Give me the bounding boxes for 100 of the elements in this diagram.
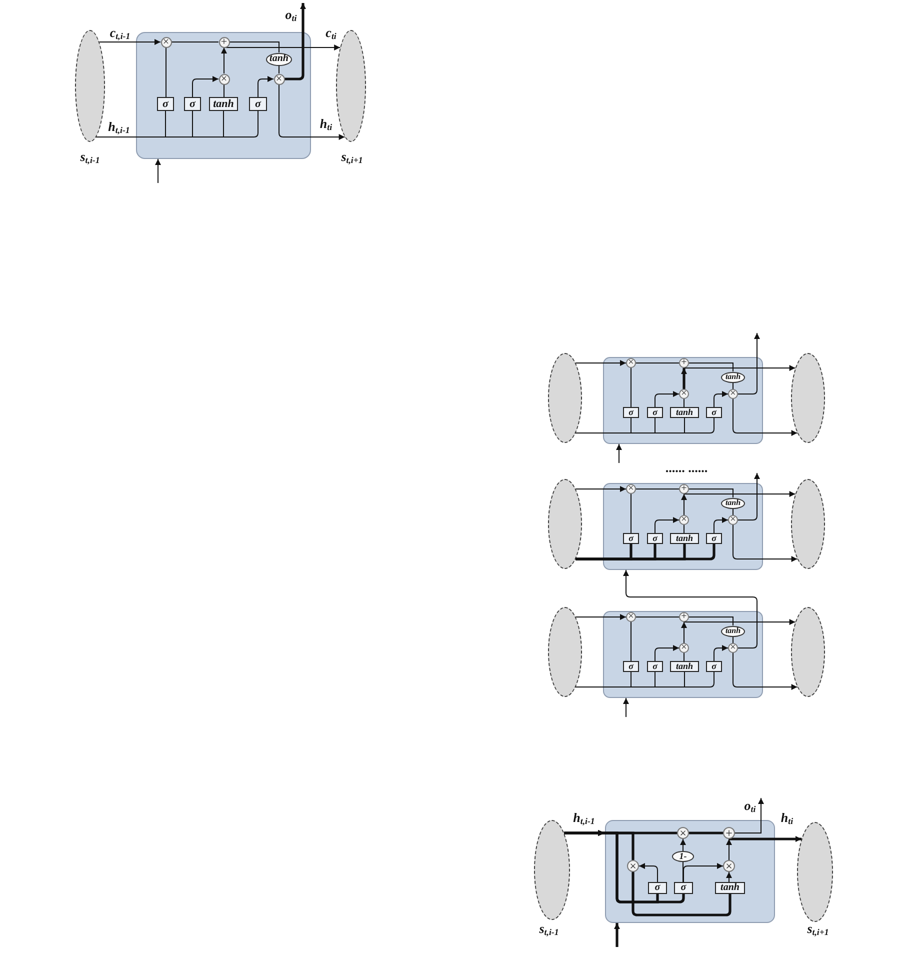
connector-line xyxy=(732,636,734,644)
connector-line xyxy=(688,362,734,372)
operator-oval: tanh xyxy=(721,626,745,636)
connector-line xyxy=(630,368,632,408)
operator-circle: × xyxy=(728,515,738,525)
state-label: s$_{t,i+1}$ xyxy=(341,150,363,164)
edge-label: h$_{t,i-1}$ xyxy=(108,120,130,134)
connector-line xyxy=(630,494,632,534)
connector-line xyxy=(636,488,680,490)
operator-circle: × xyxy=(274,74,284,84)
arrow xyxy=(221,47,227,74)
operator-circle: × xyxy=(679,389,689,399)
arrow xyxy=(192,76,219,98)
operator-circle: + xyxy=(679,358,689,368)
arrow xyxy=(623,698,629,718)
arrow xyxy=(284,3,306,80)
arrow xyxy=(684,491,796,497)
arrow xyxy=(680,838,686,852)
edge-label: h$_{ti}$ xyxy=(320,116,332,132)
operator-oval: tanh xyxy=(721,372,745,382)
connector-line xyxy=(630,622,632,662)
connector-line xyxy=(689,832,723,834)
operator-circle: × xyxy=(723,860,735,872)
gate-box: σ xyxy=(706,661,722,672)
operator-oval: tanh xyxy=(266,52,292,66)
connector-line xyxy=(278,65,280,74)
gate-box: σ xyxy=(647,407,663,418)
gate-box: σ xyxy=(623,533,639,544)
arrow xyxy=(726,872,732,882)
operator-circle: × xyxy=(626,358,636,368)
arrow xyxy=(734,798,764,834)
edge-label: h$_{t,i-1}$ xyxy=(573,810,595,826)
operator-oval: tanh xyxy=(721,498,745,508)
arrow xyxy=(575,614,626,620)
arrow xyxy=(684,619,796,625)
connector-line xyxy=(575,418,714,434)
gate-box: σ xyxy=(648,882,667,894)
connector-line xyxy=(636,362,680,364)
arrow xyxy=(623,570,758,648)
arrow xyxy=(729,836,802,842)
cell-block xyxy=(605,820,775,923)
operator-circle: × xyxy=(626,612,636,622)
operator-oval: 1- xyxy=(672,851,694,862)
arrow xyxy=(638,863,658,882)
gate-box: tanh xyxy=(670,533,699,544)
operator-circle: + xyxy=(218,36,230,48)
operator-circle: + xyxy=(679,612,689,622)
arrow xyxy=(726,838,732,860)
arrow xyxy=(683,863,724,882)
arrow xyxy=(98,39,161,45)
gate-box: tanh xyxy=(715,882,745,894)
gate-box: σ xyxy=(674,882,693,894)
arrow xyxy=(714,645,728,662)
arrow xyxy=(278,84,346,140)
operator-circle: × xyxy=(160,36,172,48)
gate-box: σ xyxy=(623,407,639,418)
connector-line xyxy=(732,382,734,390)
gate-box: tanh xyxy=(670,661,699,672)
ellipsis-text: ...... ...... xyxy=(666,460,708,476)
arrow xyxy=(738,472,760,520)
operator-circle: + xyxy=(679,484,689,494)
arrow xyxy=(614,923,620,947)
connector-line xyxy=(682,862,684,882)
connector-line xyxy=(575,672,714,688)
gate-box: σ xyxy=(706,407,722,418)
connector-line xyxy=(229,42,280,53)
arrow xyxy=(714,517,728,534)
state-label: s$_{t,i-1}$ xyxy=(80,150,100,164)
connector-line xyxy=(688,616,734,626)
connector-line xyxy=(636,616,680,618)
edge-label: o$_{ti}$ xyxy=(285,8,297,22)
operator-circle: × xyxy=(679,643,689,653)
cell-block xyxy=(136,32,311,159)
gate-box: σ xyxy=(249,97,267,111)
operator-circle: × xyxy=(677,827,689,839)
arrow xyxy=(681,368,687,389)
arrow xyxy=(684,365,796,371)
operator-circle: × xyxy=(679,515,689,525)
gate-box: σ xyxy=(706,533,722,544)
edge-label: h$_{ti}$ xyxy=(780,810,794,826)
operator-circle: × xyxy=(728,389,738,399)
operator-circle: × xyxy=(728,643,738,653)
gate-box: tanh xyxy=(670,407,699,418)
operator-circle: × xyxy=(626,484,636,494)
arrow xyxy=(654,645,680,662)
arrow xyxy=(714,391,728,408)
connector-line xyxy=(688,488,734,498)
connector-line xyxy=(732,508,734,516)
arrow xyxy=(654,517,680,534)
cell-block xyxy=(603,611,763,698)
gate-box: σ xyxy=(647,661,663,672)
state-label: s$_{t,i-1}$ xyxy=(539,922,559,936)
arrow xyxy=(155,158,161,184)
arrow xyxy=(258,76,274,98)
arrow xyxy=(654,391,680,408)
arrow xyxy=(575,486,626,492)
arrow xyxy=(732,398,798,436)
cell-block xyxy=(603,357,763,444)
gate-box: σ xyxy=(623,661,639,672)
connector-line xyxy=(96,110,258,138)
